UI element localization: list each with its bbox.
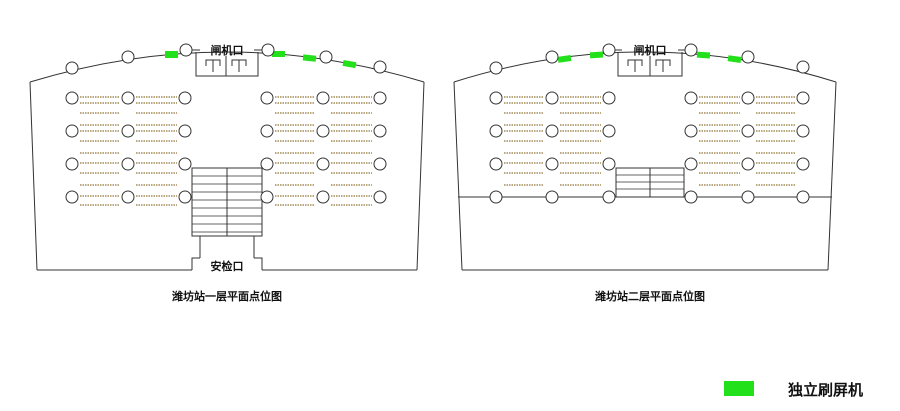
screen-marker <box>589 51 604 59</box>
floor1-gate-label: 闸机口 <box>211 43 244 57</box>
floor1-roof-arc <box>29 51 425 83</box>
floor2-roof-columns <box>489 43 810 75</box>
screen-marker <box>557 55 572 63</box>
screen-marker <box>165 51 178 58</box>
legend-swatch <box>724 381 754 396</box>
floor2-staircase <box>615 167 685 198</box>
floor2-screens <box>557 51 742 63</box>
floor2-seat-grid <box>489 91 810 204</box>
floor1-left-wall <box>29 81 38 271</box>
floor2-seat-rows <box>504 96 795 186</box>
floor1-plan: 安检口 闸机口 <box>29 43 425 303</box>
legend-label: 独立刷屏机 <box>788 381 863 399</box>
floor2-plan: 闸机口 <box>453 43 837 303</box>
floor2-gate-label: 闸机口 <box>634 43 667 57</box>
floor1-security-gate <box>191 257 263 270</box>
floor2-roof-arc <box>453 51 837 83</box>
screen-marker <box>727 55 742 63</box>
floor1-right-wall <box>416 81 425 271</box>
legend: 独立刷屏机 <box>724 381 863 399</box>
floor2-columns <box>489 91 810 204</box>
floor1-staircase <box>191 167 263 258</box>
floor1-seat-rows <box>80 96 372 206</box>
screen-marker <box>272 51 285 57</box>
screen-marker <box>342 60 357 69</box>
floor1-security-label: 安检口 <box>211 259 244 273</box>
floor1-screens <box>165 51 357 69</box>
screen-marker <box>302 54 317 62</box>
floor2-title: 潍坊站二层平面点位图 <box>595 289 705 303</box>
floor1-title: 潍坊站一层平面点位图 <box>172 289 282 303</box>
floor1-roof-columns <box>65 43 387 75</box>
floor1-columns <box>65 91 387 204</box>
floor2-left-wall <box>453 81 463 271</box>
floor2-right-wall <box>827 81 837 271</box>
screen-marker <box>696 51 711 59</box>
floor1-seat-grid <box>65 91 387 206</box>
